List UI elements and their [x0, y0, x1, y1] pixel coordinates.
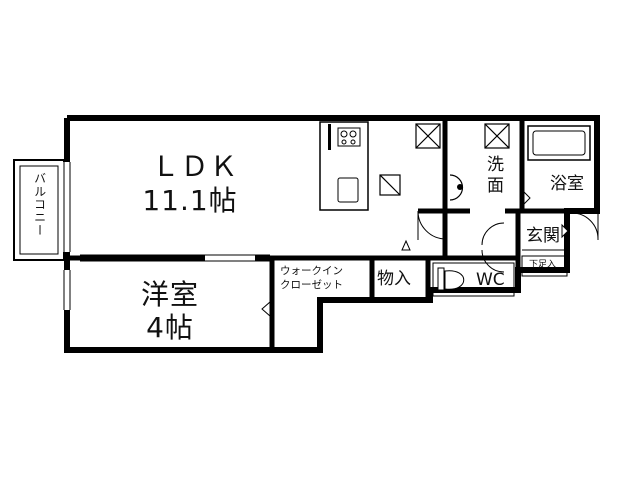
walk-in-closet-label-2: クローゼット: [280, 279, 343, 291]
thin-details: [80, 249, 568, 297]
kitchen-counter: [319, 121, 369, 211]
washroom-label-2: 面: [487, 176, 504, 196]
opening-markers: [261, 190, 569, 318]
ldk-room-name: ＬＤＫ: [151, 150, 239, 183]
ldk-room-size: 11.1帖: [142, 184, 238, 217]
bathroom-label: 浴室: [550, 174, 584, 194]
bathtub: [527, 125, 591, 161]
toilet: [437, 267, 465, 291]
storage-label: 物入: [377, 269, 411, 289]
toilet-label: WC: [476, 270, 505, 290]
washroom-label-1: 洗: [487, 155, 504, 175]
door-swings: [417, 210, 599, 273]
western-room-size: 4帖: [146, 311, 194, 344]
entrance-label: 玄関: [526, 226, 560, 246]
washbasin: [449, 174, 464, 201]
balcony-label: バルコニー: [32, 172, 47, 237]
western-room-name: 洋室: [140, 278, 199, 311]
interior-walls: [67, 118, 600, 350]
window-left: [63, 162, 71, 310]
shoe-cabinet-label: 下足入: [529, 260, 557, 270]
walk-in-closet-label-1: ウォークイン: [280, 265, 343, 277]
appliance-markers: [379, 123, 510, 196]
balcony: [13, 159, 65, 261]
